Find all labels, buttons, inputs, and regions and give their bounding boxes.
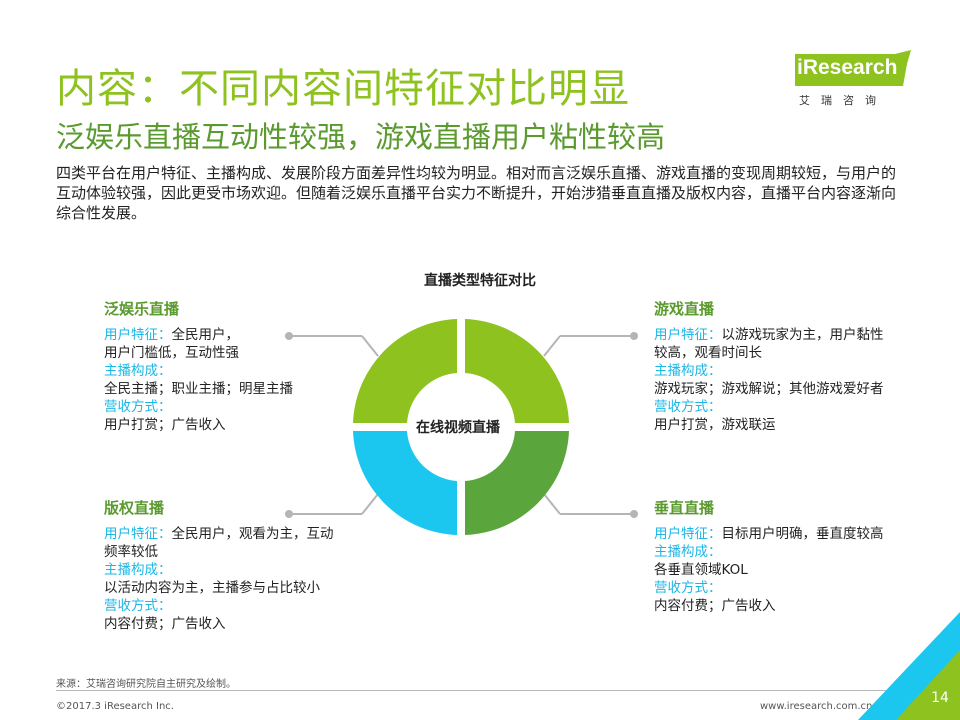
panel-copyright-live: 版权直播 用户特征：全民用户，观看为主，互动频率较低 主播构成： 以活动内容为主…: [104, 499, 336, 633]
users-label: 用户特征：: [654, 327, 722, 343]
intro-paragraph: 四类平台在用户特征、主播构成、发展阶段方面差异性均较为明显。相对而言泛娱乐直播、…: [56, 164, 897, 222]
anchors-value: 全民主播；职业主播；明星主播: [104, 381, 293, 397]
anchors-label: 主播构成：: [104, 363, 172, 379]
anchors-label: 主播构成：: [654, 544, 722, 560]
users-value: 全民用户，: [171, 327, 240, 343]
users-value-cont: 用户门槛低，互动性强: [104, 345, 239, 361]
diagram-title: 直播类型特征对比: [424, 273, 536, 289]
revenue-value: 用户打赏；广告收入: [104, 417, 226, 433]
users-label: 用户特征：: [104, 526, 172, 542]
panel-title: 泛娱乐直播: [104, 300, 180, 318]
anchors-value: 游戏玩家；游戏解说；其他游戏爱好者: [654, 381, 884, 397]
ring-segment-bottom-left: [353, 431, 457, 535]
revenue-value: 内容付费；广告收入: [654, 598, 776, 614]
logo-text: iResearch: [797, 56, 898, 79]
revenue-label: 营收方式：: [104, 598, 172, 614]
revenue-value: 内容付费；广告收入: [104, 616, 226, 632]
logo-badge-icon: [795, 50, 911, 86]
logo-subtext: 艾瑞咨询: [799, 94, 887, 107]
ring-segment-top-left: [353, 319, 457, 423]
iresearch-logo: iResearch 艾瑞咨询: [791, 50, 915, 110]
panel-entertainment-live: 泛娱乐直播 用户特征：全民用户， 用户门槛低，互动性强 主播构成： 全民主播；职…: [104, 300, 344, 434]
connector-lines: [285, 332, 638, 518]
revenue-label: 营收方式：: [654, 580, 722, 596]
anchors-label: 主播构成：: [104, 562, 172, 578]
panel-title: 版权直播: [104, 499, 165, 517]
panel-title: 游戏直播: [654, 300, 715, 318]
users-label: 用户特征：: [104, 327, 172, 343]
anchors-value: 以活动内容为主，主播参与占比较小: [104, 580, 320, 596]
connector-line-bl-diag: [361, 493, 379, 515]
users-value: 目标用户明确，垂直度较高: [721, 526, 884, 542]
users-value: 全民用户，观看为主，互动频率较低: [104, 526, 334, 560]
page-title: 内容：不同内容间特征对比明显: [56, 66, 630, 112]
revenue-label: 营收方式：: [654, 399, 722, 415]
anchors-label: 主播构成：: [654, 363, 722, 379]
panel-vertical-live: 垂直直播 用户特征：目标用户明确，垂直度较高 主播构成： 各垂直领域KOL 营收…: [654, 499, 890, 615]
users-value: 以游戏玩家为主，用户黏性较高，观看时间长: [654, 327, 884, 361]
connector-line-br-diag: [543, 493, 561, 515]
revenue-value: 用户打赏，游戏联运: [654, 417, 776, 433]
revenue-label: 营收方式：: [104, 399, 172, 415]
panel-title: 垂直直播: [654, 499, 715, 517]
panel-game-live: 游戏直播 用户特征：以游戏玩家为主，用户黏性较高，观看时间长 主播构成： 游戏玩…: [654, 300, 894, 434]
source-note: 来源：艾瑞咨询研究院自主研究及绘制。: [56, 679, 236, 690]
page-number: 14: [931, 690, 949, 706]
connector-line-tl-diag: [361, 335, 379, 357]
panel-users-row: 用户特征：全民用户，: [104, 326, 344, 344]
panel-users-row: 用户特征：全民用户，观看为主，互动频率较低: [104, 525, 336, 561]
users-label: 用户特征：: [654, 526, 722, 542]
website-link[interactable]: www.iresearch.com.cn: [760, 701, 873, 712]
panel-users-row: 用户特征：目标用户明确，垂直度较高: [654, 525, 890, 543]
connector-line-tr-diag: [543, 335, 561, 357]
footer-divider: [56, 690, 886, 691]
anchors-value: 各垂直领域KOL: [654, 562, 748, 578]
panel-users-row: 用户特征：以游戏玩家为主，用户黏性较高，观看时间长: [654, 326, 894, 362]
ring-segment-bottom-right: [465, 431, 569, 535]
copyright-text: ©2017.3 iResearch Inc.: [56, 701, 174, 712]
page-subtitle: 泛娱乐直播互动性较强，游戏直播用户粘性较高: [56, 120, 666, 154]
ring-segment-top-right: [465, 319, 569, 423]
ring-center-label: 在线视频直播: [416, 420, 500, 436]
